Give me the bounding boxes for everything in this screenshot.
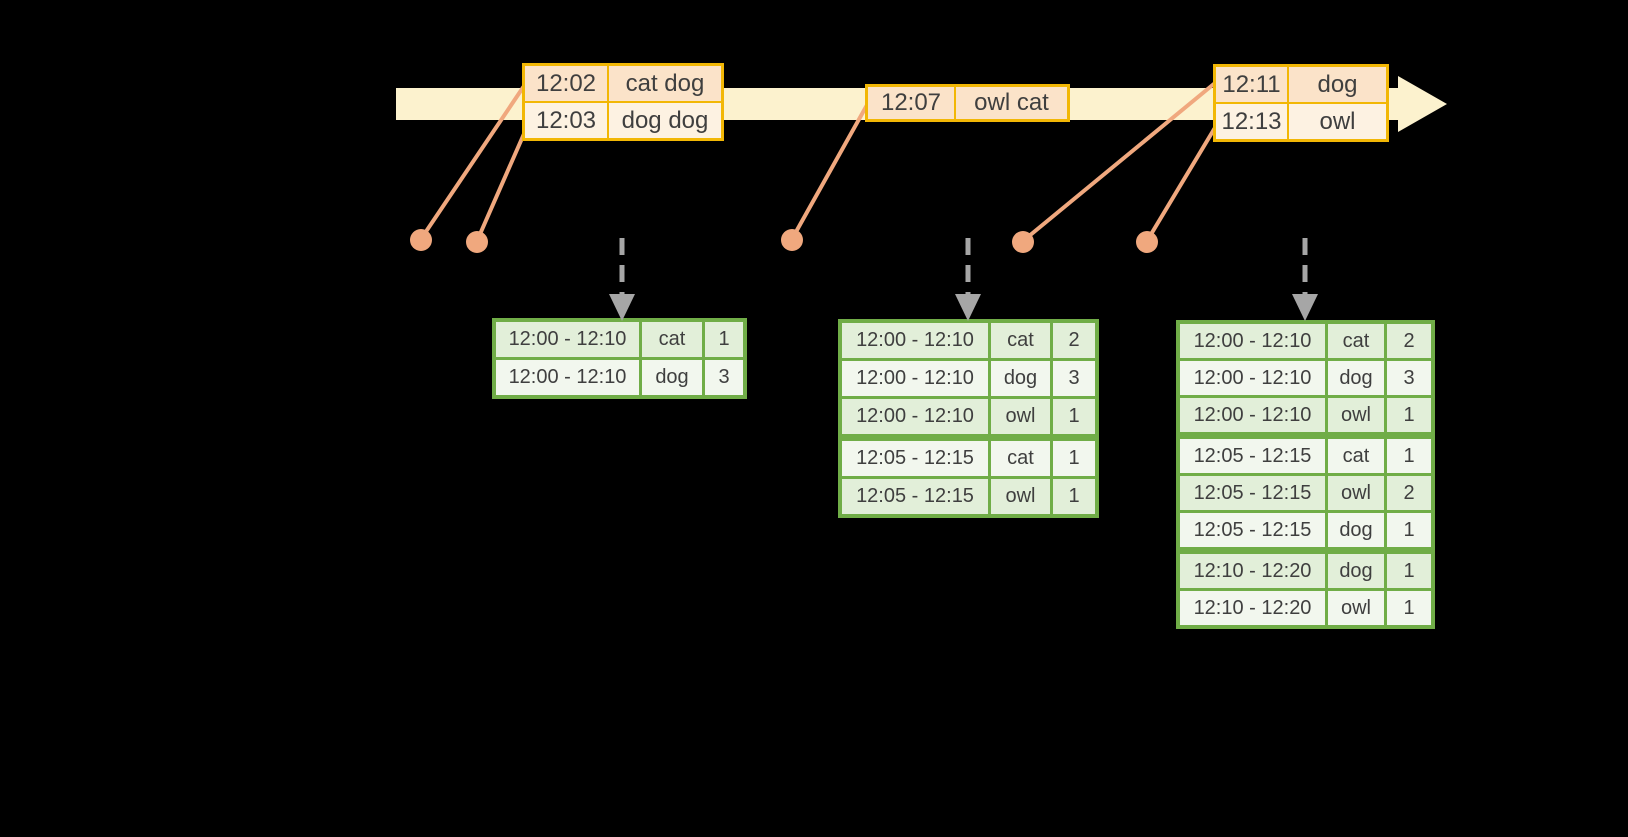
event-connector-line — [790, 103, 869, 241]
result-word-cell: cat — [991, 441, 1050, 476]
result-word-cell: cat — [1328, 324, 1384, 358]
result-window-cell: 12:00 - 12:10 — [1180, 361, 1325, 395]
result-window-cell: 12:05 - 12:15 — [1180, 439, 1325, 473]
result-window-cell: 12:05 - 12:15 — [842, 441, 988, 476]
result-word-cell: dog — [1328, 513, 1384, 547]
result-window-cell: 12:10 - 12:20 — [1180, 591, 1325, 625]
event-words-cell: dog — [1289, 67, 1386, 102]
result-count-cell: 1 — [1053, 441, 1095, 476]
result-window-cell: 12:00 - 12:10 — [496, 322, 639, 357]
result-word-cell: cat — [991, 323, 1050, 358]
event-time-cell: 12:02 — [525, 66, 607, 101]
result-count-cell: 1 — [1387, 398, 1431, 432]
result-window-cell: 12:00 - 12:10 — [842, 399, 988, 434]
result-window-cell: 12:05 - 12:15 — [1180, 513, 1325, 547]
event-dot — [410, 229, 432, 251]
result-window-cell: 12:10 - 12:20 — [1180, 554, 1325, 588]
result-count-cell: 1 — [1053, 479, 1095, 514]
event-connector-line — [475, 125, 529, 243]
result-word-cell: owl — [1328, 398, 1384, 432]
result-count-cell: 1 — [1387, 591, 1431, 625]
result-window-cell: 12:05 - 12:15 — [1180, 476, 1325, 510]
event-words-cell: cat dog — [609, 66, 721, 101]
result-word-cell: dog — [991, 361, 1050, 396]
event-dot — [1136, 231, 1158, 253]
result-word-cell: dog — [1328, 361, 1384, 395]
result-count-cell: 1 — [1053, 399, 1095, 434]
result-count-cell: 2 — [1387, 324, 1431, 358]
event-words-cell: dog dog — [609, 103, 721, 138]
result-count-cell: 1 — [705, 322, 743, 357]
result-window-cell: 12:00 - 12:10 — [842, 323, 988, 358]
result-window-cell: 12:00 - 12:10 — [1180, 398, 1325, 432]
result-word-cell: owl — [991, 479, 1050, 514]
event-time-cell: 12:07 — [868, 87, 954, 119]
arrow-down-icon — [955, 294, 981, 321]
event-time-cell: 12:03 — [525, 103, 607, 138]
result-window-cell: 12:00 - 12:10 — [1180, 324, 1325, 358]
result-word-cell: owl — [1328, 591, 1384, 625]
result-count-cell: 1 — [1387, 439, 1431, 473]
result-count-cell: 1 — [1387, 554, 1431, 588]
result-count-cell: 3 — [705, 360, 743, 395]
event-connector-line — [1145, 124, 1218, 243]
event-connector-line — [419, 84, 526, 241]
arrow-down-icon — [609, 294, 635, 321]
timeline-arrowhead-icon — [1398, 76, 1447, 132]
result-word-cell: dog — [642, 360, 702, 395]
result-word-cell: owl — [991, 399, 1050, 434]
arrow-down-icon — [1292, 294, 1318, 321]
result-word-cell: cat — [642, 322, 702, 357]
result-word-cell: owl — [1328, 476, 1384, 510]
result-count-cell: 2 — [1387, 476, 1431, 510]
result-word-cell: dog — [1328, 554, 1384, 588]
event-time-cell: 12:13 — [1216, 104, 1287, 139]
result-count-cell: 3 — [1387, 361, 1431, 395]
result-word-cell: cat — [1328, 439, 1384, 473]
result-count-cell: 1 — [1387, 513, 1431, 547]
event-dot — [466, 231, 488, 253]
event-dot — [781, 229, 803, 251]
trigger-arrows — [609, 238, 1318, 321]
event-time-cell: 12:11 — [1216, 67, 1287, 102]
result-count-cell: 2 — [1053, 323, 1095, 358]
event-dot — [1012, 231, 1034, 253]
event-words-cell: owl cat — [956, 87, 1067, 119]
event-dots — [410, 229, 1158, 253]
result-window-cell: 12:00 - 12:10 — [842, 361, 988, 396]
result-count-cell: 3 — [1053, 361, 1095, 396]
result-window-cell: 12:05 - 12:15 — [842, 479, 988, 514]
event-words-cell: owl — [1289, 104, 1386, 139]
result-window-cell: 12:00 - 12:10 — [496, 360, 639, 395]
